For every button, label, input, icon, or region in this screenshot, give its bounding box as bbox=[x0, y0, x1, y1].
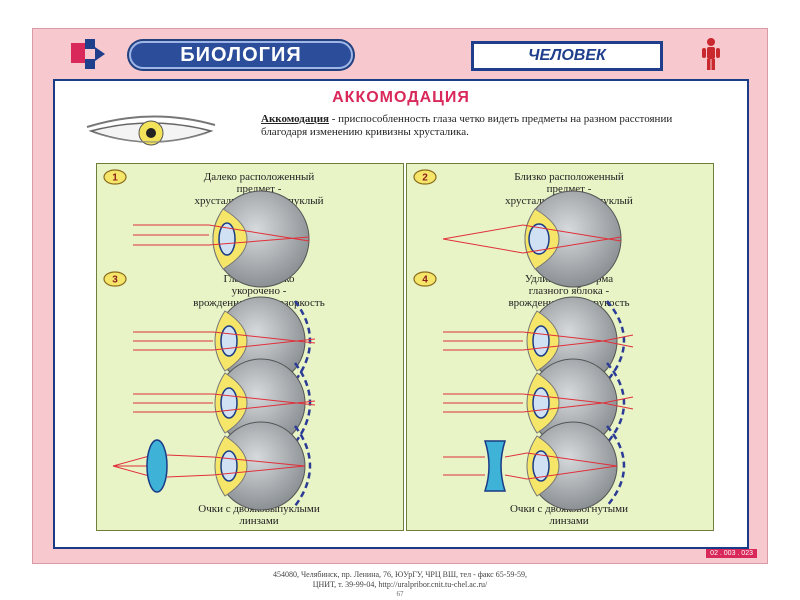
convex-lens-icon bbox=[146, 439, 168, 493]
eye-diagram-6 bbox=[443, 358, 634, 448]
svg-text:1: 1 bbox=[112, 173, 118, 184]
eye-diagram-4 bbox=[443, 296, 634, 386]
number-badge-3: 3 bbox=[103, 271, 127, 287]
definition-term: Аккомодация bbox=[261, 113, 329, 125]
eye-illustration bbox=[86, 115, 216, 146]
eye-diagram-8-concave-lens bbox=[443, 421, 626, 511]
human-figure-icon bbox=[702, 38, 720, 70]
number-badge-2: 2 bbox=[413, 169, 437, 185]
definition-body: - приспособленность глаза четко видеть п… bbox=[261, 113, 673, 138]
concave-lens-icon bbox=[483, 440, 507, 492]
catalog-code: 02 . 003 . 023 bbox=[706, 549, 757, 558]
eye-diagram-5 bbox=[133, 358, 316, 448]
page-title: АККОМОДАЦИЯ bbox=[332, 89, 470, 106]
poster: БИОЛОГИЯ ЧЕЛОВЕК АККОМОДАЦИЯ Аккомодация… bbox=[32, 28, 768, 564]
eye-diagrams bbox=[112, 190, 634, 511]
eye-diagram-2 bbox=[442, 190, 622, 288]
svg-text:4: 4 bbox=[422, 275, 428, 286]
logo-icon bbox=[71, 39, 105, 69]
svg-text:3: 3 bbox=[112, 275, 118, 286]
topic-label: ЧЕЛОВЕК bbox=[471, 41, 663, 71]
subject-label: БИОЛОГИЯ bbox=[129, 41, 353, 69]
eye-diagram-3 bbox=[133, 296, 316, 386]
number-badge-4: 4 bbox=[413, 271, 437, 287]
eye-diagram-1 bbox=[133, 190, 310, 288]
page-number: 67 bbox=[396, 590, 404, 598]
eye-diagram-7-convex-lens bbox=[112, 421, 312, 511]
address-text: 454080, Челябинск, пр. Ленина, 76, ЮУрГУ… bbox=[272, 570, 528, 589]
svg-text:2: 2 bbox=[422, 173, 428, 184]
definition-text: Аккомодация - приспособленность глаза че… bbox=[261, 113, 711, 139]
number-badge-1: 1 bbox=[103, 169, 127, 185]
